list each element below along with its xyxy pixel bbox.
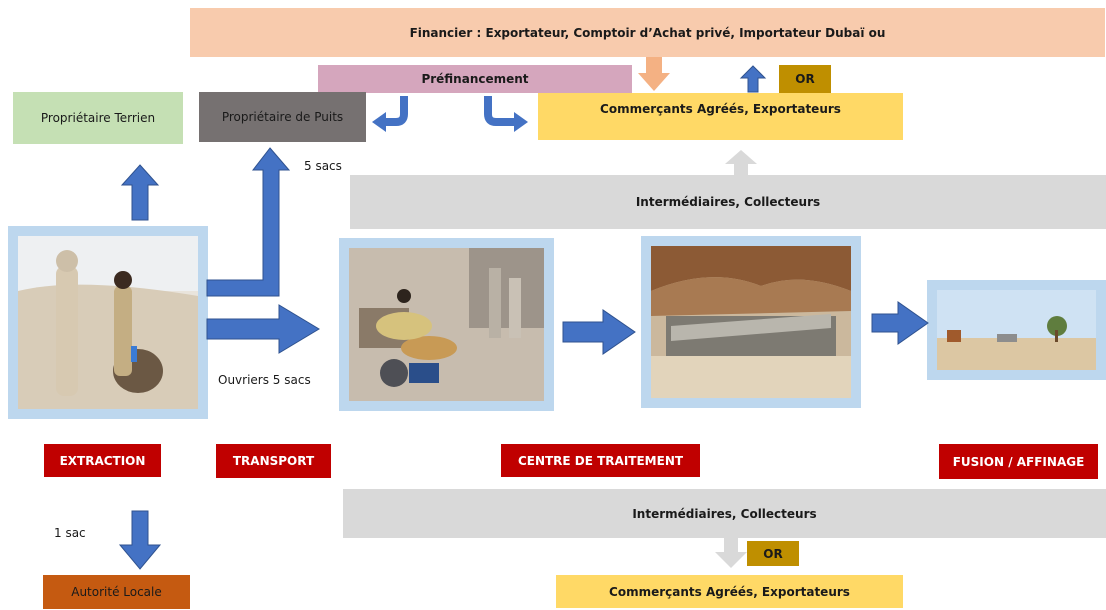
or-badge-top: OR [779, 65, 831, 93]
arrow-prefinancement-to-puits [372, 96, 408, 132]
autorite-locale-label: Autorité Locale [71, 585, 162, 599]
proprietaire-terrien-label: Propriétaire Terrien [40, 111, 156, 125]
extraction-photo [18, 236, 198, 409]
arrow-up-to-terrien [120, 164, 160, 221]
intermediaires-top-box: Intermédiaires, Collecteurs [350, 175, 1106, 229]
financier-label: Financier : Exportateur, Comptoir d’Acha… [409, 25, 886, 40]
fusion-photo-image [937, 290, 1096, 370]
arrow-grey-down [715, 538, 747, 568]
arrow-right-to-fusion [871, 301, 929, 345]
transport-photo-image [349, 248, 544, 401]
proprietaire-terrien-box: Propriétaire Terrien [13, 92, 183, 144]
arrow-right-to-transport [206, 304, 320, 354]
centre-photo-frame [641, 236, 861, 408]
transport-photo-frame [339, 238, 554, 411]
proprietaire-puits-box: Propriétaire de Puits [199, 92, 366, 142]
cinq-sacs-label: 5 sacs [304, 159, 342, 173]
stage-centre-label: CENTRE DE TRAITEMENT [517, 453, 684, 468]
arrow-or-up [739, 65, 767, 93]
arrow-financier-down [638, 57, 670, 91]
arrow-l-to-puits [206, 147, 291, 297]
prefinancement-box: Préfinancement [318, 65, 632, 93]
stage-fusion: FUSION / AFFINAGE [939, 444, 1098, 479]
transport-photo [349, 248, 544, 401]
or-label-top: OR [795, 72, 815, 86]
ouvriers-label: Ouvriers 5 sacs [218, 373, 311, 387]
stage-extraction-label: EXTRACTION [59, 453, 146, 468]
intermediaires-top-label: Intermédiaires, Collecteurs [635, 195, 821, 209]
fusion-photo-frame [927, 280, 1106, 380]
intermediaires-bottom-label: Intermédiaires, Collecteurs [632, 506, 817, 521]
stage-fusion-label: FUSION / AFFINAGE [952, 454, 1085, 469]
stage-centre: CENTRE DE TRAITEMENT [501, 444, 700, 477]
autorite-locale-box: Autorité Locale [43, 575, 190, 609]
prefinancement-label: Préfinancement [421, 72, 529, 86]
arrow-down-to-autorite [118, 510, 162, 570]
intermediaires-bottom-box: Intermédiaires, Collecteurs [343, 489, 1106, 538]
commercants-top-box: Commerçants Agréés, Exportateurs [538, 93, 903, 140]
commercants-bottom-box: Commerçants Agréés, Exportateurs [556, 575, 903, 608]
extraction-photo-frame [8, 226, 208, 419]
fusion-photo [937, 290, 1096, 370]
un-sac-label: 1 sac [54, 526, 86, 540]
arrow-prefinancement-to-commercants [484, 96, 528, 132]
financier-box: Financier : Exportateur, Comptoir d’Acha… [190, 8, 1105, 57]
centre-photo [651, 246, 851, 398]
commercants-top-label: Commerçants Agréés, Exportateurs [600, 102, 841, 116]
stage-transport: TRANSPORT [216, 444, 331, 478]
commercants-bottom-label: Commerçants Agréés, Exportateurs [609, 584, 850, 599]
stage-extraction: EXTRACTION [44, 444, 161, 477]
proprietaire-puits-label: Propriétaire de Puits [221, 110, 344, 124]
centre-photo-image [651, 246, 851, 398]
arrow-grey-up [725, 150, 757, 176]
arrow-right-to-centre [562, 309, 636, 355]
extraction-photo-image [18, 236, 198, 409]
stage-transport-label: TRANSPORT [232, 454, 315, 468]
or-label-bottom: OR [763, 546, 783, 561]
or-badge-bottom: OR [747, 541, 799, 566]
